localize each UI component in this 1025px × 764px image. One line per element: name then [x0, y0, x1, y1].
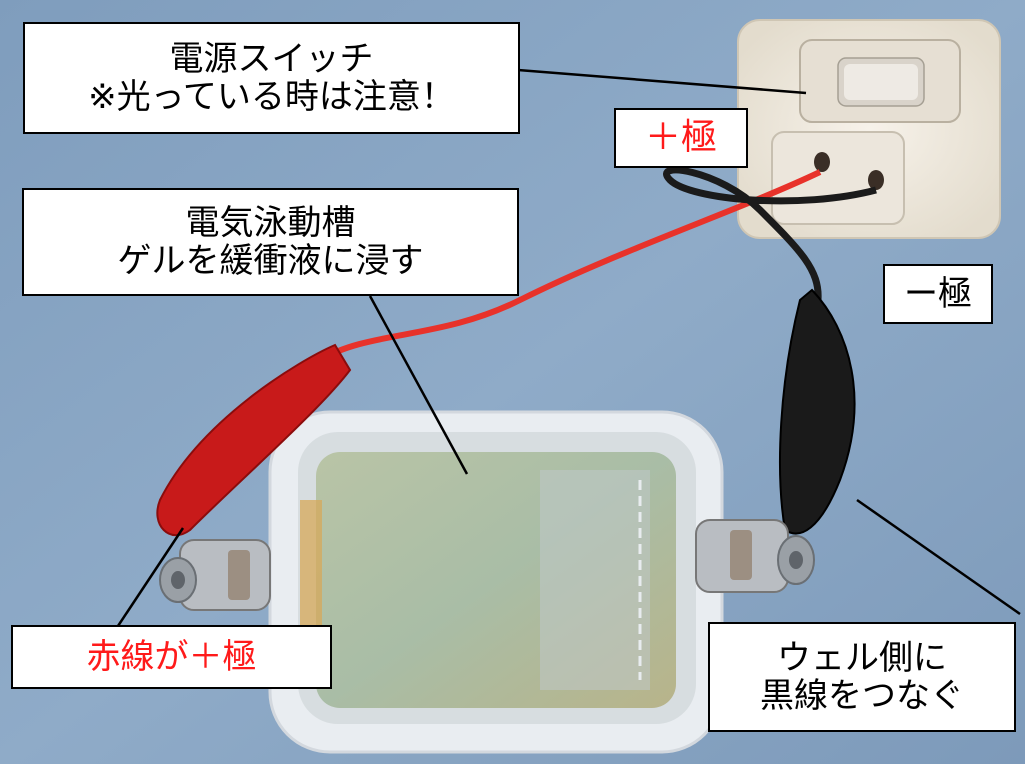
label-black-wire: ウェル側に 黒線をつなぐ [708, 622, 1016, 732]
label-negative-text: ー極 [904, 273, 972, 314]
label-black-wire-line1: ウェル側に [777, 637, 947, 678]
label-negative-terminal: ー極 [883, 264, 993, 324]
label-electrophoresis-tank: 電気泳動槽 ゲルを緩衝液に浸す [22, 188, 519, 296]
label-black-wire-line2: 黒線をつなぐ [760, 676, 964, 716]
label-tank-line1: 電気泳動槽 [185, 202, 356, 243]
leader-line-switch [517, 68, 807, 95]
label-red-wire: 赤線が＋極 [11, 625, 332, 689]
black-wire [663, 166, 877, 301]
electrophoresis-tank [268, 410, 724, 754]
leader-line-tank [368, 295, 469, 475]
red-wire [318, 169, 822, 363]
label-positive-text: ＋極 [644, 116, 717, 158]
black-alligator-clip [695, 288, 856, 593]
label-power-switch-line2: ※光っている時は注意！ [88, 77, 455, 117]
power-supply-box [737, 19, 1001, 239]
label-red-wire-text: 赤線が＋極 [86, 636, 257, 677]
leader-line-red-clip [116, 527, 185, 627]
label-power-switch: 電源スイッチ ※光っている時は注意！ [23, 22, 520, 134]
label-tank-line2: ゲルを緩衝液に浸す [117, 241, 424, 281]
label-power-switch-line1: 電源スイッチ [169, 38, 374, 79]
leader-line-black-clip [856, 498, 1021, 616]
red-alligator-clip [156, 343, 352, 611]
label-positive-terminal: ＋極 [614, 108, 748, 168]
